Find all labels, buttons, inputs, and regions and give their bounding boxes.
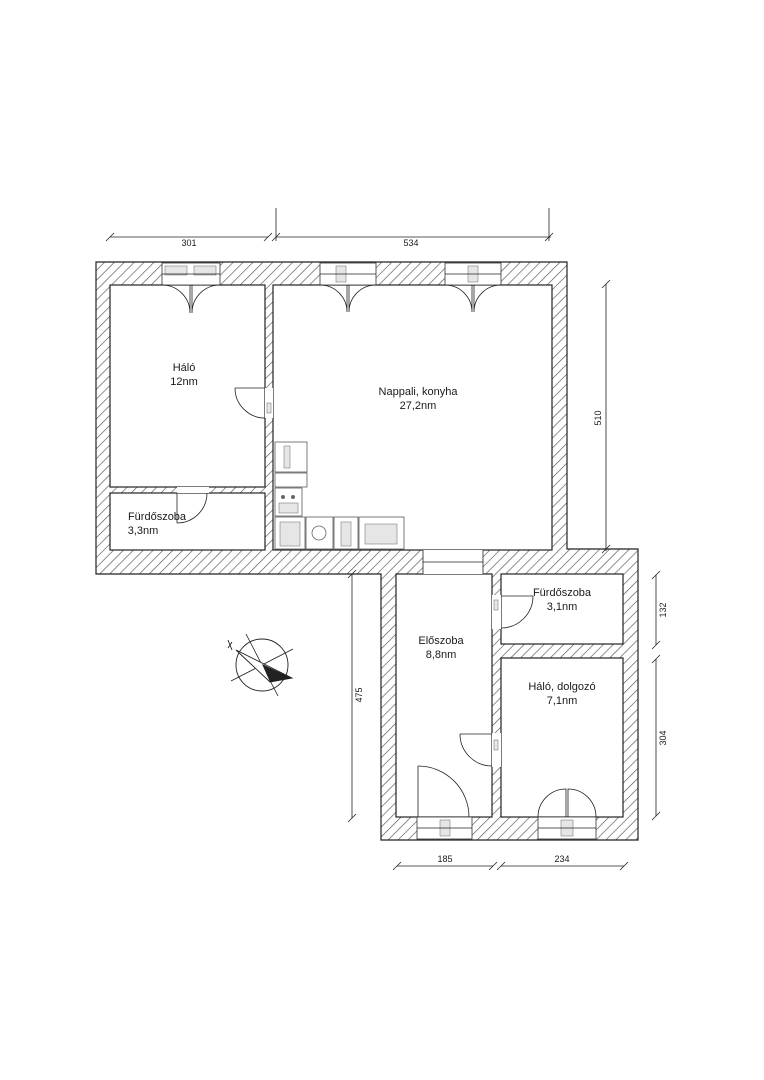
dimension-left-lower: 475 — [347, 569, 364, 823]
door-halo — [234, 387, 273, 419]
room-name-halo: Háló — [173, 362, 196, 374]
dim-text-right-upper: 132 — [658, 602, 668, 617]
dimension-top-right: 534 — [271, 208, 554, 248]
dim-text-right-main: 510 — [593, 410, 603, 425]
dim-text-bottom-right: 234 — [554, 854, 569, 864]
window-eloszoba — [416, 816, 473, 840]
compass-icon — [227, 633, 294, 697]
dim-text-top-right: 534 — [403, 238, 418, 248]
door-entrance — [417, 765, 470, 818]
dim-text-top-left: 301 — [181, 238, 196, 248]
dimension-right-main: 510 — [593, 279, 611, 554]
dimension-right-upper: 132 — [651, 570, 668, 650]
door-furdo2 — [492, 595, 534, 629]
dim-text-bottom-left: 185 — [437, 854, 452, 864]
room-area-halo-dolgozo: 7,1nm — [547, 695, 578, 707]
door-furdo1 — [176, 487, 209, 524]
room-name-eloszoba: Előszoba — [418, 635, 464, 647]
room-name-halo-dolgozo: Háló, dolgozó — [528, 681, 595, 693]
dimension-right-lower: 304 — [651, 654, 668, 821]
room-area-halo: 12nm — [170, 376, 198, 388]
room-eloszoba — [395, 573, 493, 818]
room-name-furdo2: Fürdőszoba — [533, 587, 592, 599]
dim-text-left-lower: 475 — [354, 687, 364, 702]
room-area-nappali: 27,2nm — [400, 400, 437, 412]
room-area-furdo2: 3,1nm — [547, 601, 578, 613]
room-halo-dolgozo — [500, 657, 624, 818]
dimension-top-left: 301 — [105, 232, 273, 248]
room-area-eloszoba: 8,8nm — [426, 649, 457, 661]
dim-text-right-lower: 304 — [658, 730, 668, 745]
window-nappali-1 — [319, 262, 377, 313]
window-nappali-2 — [444, 262, 502, 313]
room-area-furdo1: 3,3nm — [128, 525, 159, 537]
window-halo-dolgozo — [537, 788, 597, 840]
door-halo-dolgozo — [459, 733, 501, 767]
dimension-bottom-right: 234 — [496, 854, 629, 871]
window-halo — [161, 262, 221, 314]
room-halo — [109, 284, 266, 488]
room-name-nappali: Nappali, konyha — [379, 386, 459, 398]
dimension-bottom-left: 185 — [392, 854, 498, 871]
room-nappali — [272, 284, 553, 551]
kitchen-appliances — [274, 441, 405, 550]
room-name-furdo1: Fürdőszoba — [128, 511, 187, 523]
room-furdo2 — [500, 573, 624, 645]
